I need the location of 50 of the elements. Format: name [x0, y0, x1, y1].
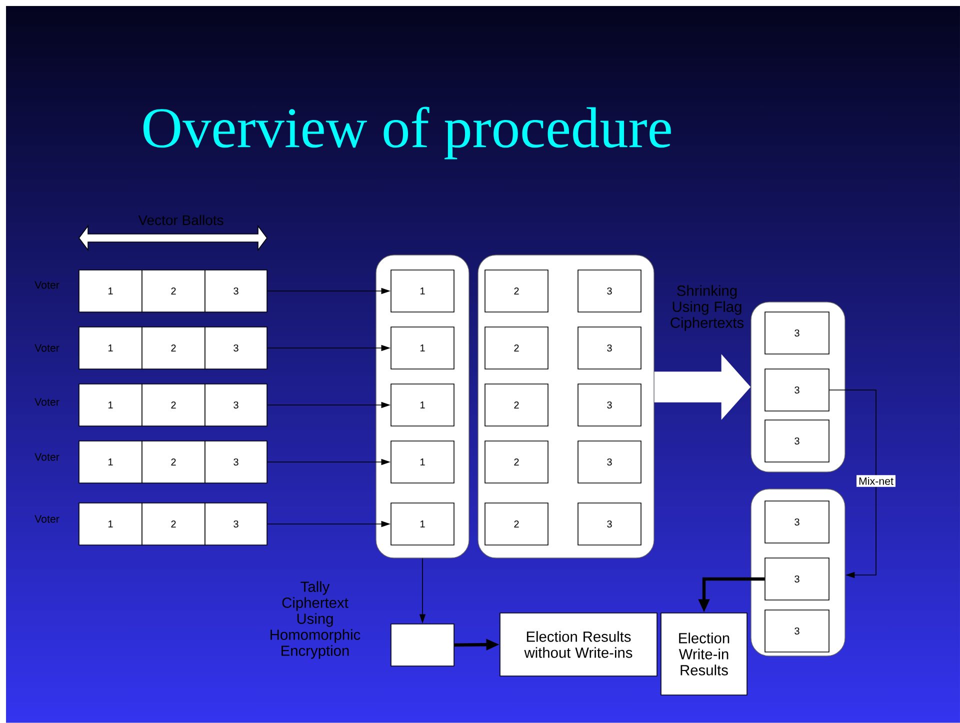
ballot-cell: 1 — [78, 326, 142, 370]
ballot-cell: 1 — [78, 384, 142, 426]
ballot-cell: 2 — [142, 270, 206, 312]
ballot-cell: 3 — [204, 502, 268, 546]
ballot-cell: 1 — [78, 440, 142, 484]
voter-label: Voter — [34, 453, 60, 461]
ciphertext-box: 3 — [764, 610, 830, 652]
ciphertext-box: 3 — [578, 440, 642, 484]
ballot-cell: 3 — [204, 440, 268, 484]
ciphertext-box: 3 — [578, 384, 642, 426]
ballot-cell: 1 — [78, 502, 142, 546]
ciphertext-box: 3 — [764, 368, 830, 412]
edge-label: Shrinking Using Flag Ciphertexts — [670, 285, 744, 331]
title: Overview of procedure — [144, 106, 671, 160]
tally-label: Tally Ciphertext Using Homomorphic Encryption — [270, 581, 360, 659]
ciphertext-box: 2 — [484, 384, 548, 426]
result-box: Election Results without Write-ins — [500, 612, 658, 676]
ciphertext-box: 3 — [578, 502, 642, 546]
voter-label: Voter — [34, 398, 60, 406]
ciphertext-box: 1 — [390, 440, 454, 484]
ciphertext-box: 1 — [390, 384, 454, 426]
ciphertext-box: 1 — [390, 502, 454, 546]
tally-box — [390, 624, 454, 666]
ciphertext-box: 3 — [764, 312, 830, 354]
ballot-cell: 2 — [142, 502, 206, 546]
voter-label: Voter — [34, 515, 60, 523]
ciphertext-box: 1 — [390, 326, 454, 370]
ciphertext-box: 3 — [578, 326, 642, 370]
ciphertext-box: 2 — [484, 440, 548, 484]
ballot-cell: 2 — [142, 326, 206, 370]
ciphertext-box: 2 — [484, 270, 548, 312]
ballot-cell: 2 — [142, 440, 206, 484]
dimension-label: Vector Ballots — [138, 214, 224, 226]
result-box: Election Write-in Results — [660, 612, 748, 696]
ballot-cell: 3 — [204, 326, 268, 370]
edge-label: Mix-net — [856, 475, 896, 487]
arrow — [829, 390, 876, 578]
ciphertext-box: 3 — [764, 500, 830, 544]
ciphertext-box: 3 — [764, 420, 830, 462]
voter-label: Voter — [34, 281, 60, 289]
ciphertext-box: 2 — [484, 326, 548, 370]
ciphertext-box: 2 — [484, 502, 548, 546]
ciphertext-box: 3 — [764, 558, 830, 600]
ciphertext-box: 1 — [390, 270, 454, 312]
ballot-cell: 3 — [204, 270, 268, 312]
ballot-cell: 2 — [142, 384, 206, 426]
ballot-cell: 3 — [204, 384, 268, 426]
ciphertext-box: 3 — [578, 270, 642, 312]
ballot-cell: 1 — [78, 270, 142, 312]
voter-label: Voter — [34, 344, 60, 352]
